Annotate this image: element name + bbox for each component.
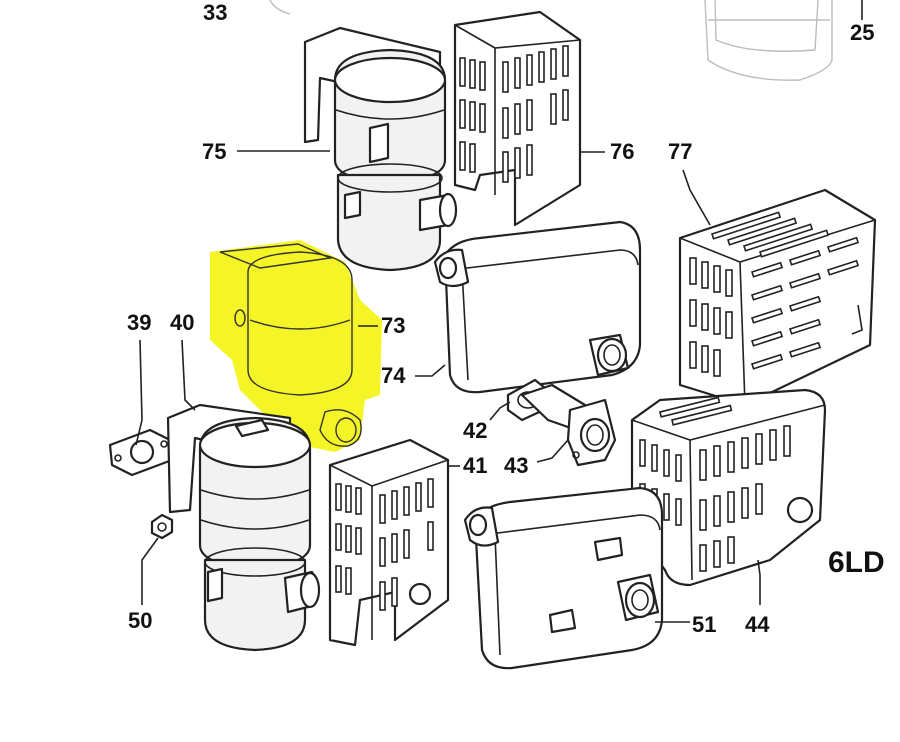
callout-50: 50	[128, 608, 153, 633]
guard-41	[328, 438, 450, 647]
exhaust-box-lower	[463, 486, 664, 670]
muffler-75	[303, 26, 458, 272]
callout-33: 33	[203, 0, 228, 25]
callout-51: 51	[692, 612, 717, 637]
elbow-43	[520, 383, 617, 467]
exhaust-box-74	[433, 220, 642, 394]
callout-74: 74	[381, 363, 406, 388]
callout-43: 43	[504, 453, 529, 478]
muffler-40	[166, 403, 321, 652]
callout-39: 39	[127, 310, 152, 335]
guard-44	[630, 388, 827, 587]
callout-76: 76	[610, 139, 635, 164]
model-label: 6LD	[828, 546, 885, 579]
nut-50	[150, 513, 174, 540]
muffler-73-highlighted	[210, 240, 382, 452]
guard-76	[453, 10, 582, 227]
leader-lines	[135, 0, 863, 623]
gasket-39	[108, 428, 174, 477]
callout-75: 75	[202, 139, 227, 164]
guard-77	[678, 188, 877, 407]
faint-top-part	[269, 0, 833, 81]
callout-77: 77	[668, 139, 693, 164]
callout-40: 40	[170, 310, 195, 335]
callout-44: 44	[745, 612, 770, 637]
callout-41: 41	[463, 453, 488, 478]
callout-25: 25	[850, 20, 875, 45]
callout-42: 42	[463, 418, 488, 443]
callout-73: 73	[381, 313, 406, 338]
